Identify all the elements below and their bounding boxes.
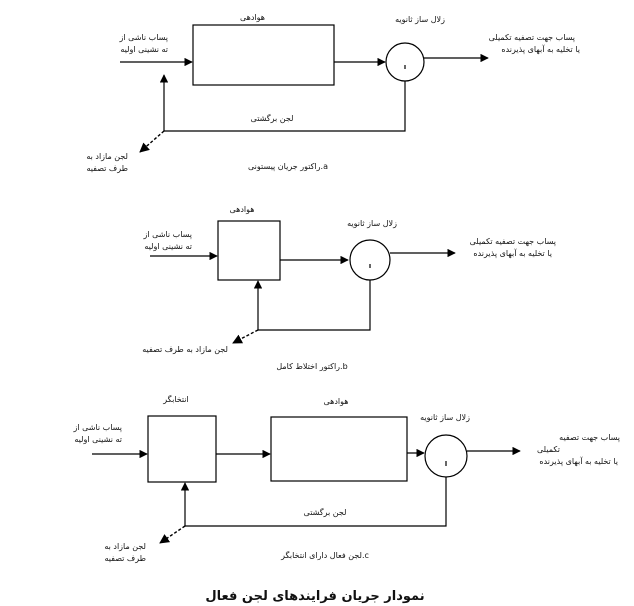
diagram-c-effluent-label-3: یا تخلیه به آبهای پذیرنده — [539, 456, 618, 466]
diagram-b-aeration-label: هوادهی — [229, 205, 254, 214]
diagram-c-clarifier-label: زلال ساز ثانویه — [420, 413, 470, 422]
diagram-a-influent-label-1: پساب ناشی از — [118, 33, 168, 42]
diagram-a-effluent-label-2: یا تخلیه به آبهای پذیرنده — [501, 44, 580, 54]
diagram-b-effluent-label-2: یا تخلیه به آبهای پذیرنده — [473, 248, 552, 258]
diagram-b-clarifier — [349, 239, 391, 281]
diagram-b-return-sludge-line — [253, 280, 371, 331]
diagram-c-aeration-tank — [270, 416, 408, 482]
diagram-c-waste-sludge-label-1: لجن مازاد به — [104, 542, 146, 551]
diagram-b-clarifier-label: زلال ساز ثانویه — [347, 219, 397, 228]
diagram-c-waste-sludge-arrow — [159, 525, 186, 544]
diagram-a-effluent-label-1: پساب جهت تصفیه تکمیلی — [489, 33, 575, 42]
diagram-b-waste-sludge-arrow — [232, 329, 259, 344]
diagram-c-selector-label: انتخابگر — [162, 394, 189, 404]
diagram-a-waste-sludge-label-1: لجن مازاد به — [86, 152, 128, 161]
diagram-b-caption: راکتور اختلاط کامل.b — [276, 362, 347, 371]
diagram-a-return-sludge-line — [159, 74, 406, 132]
diagram-c-return-sludge-line — [180, 477, 447, 527]
diagram-a: هوادهی پساب ناشی از ته نشینی اولیه زلال … — [86, 13, 580, 173]
diagram-c-return-sludge-label: لجن برگشتی — [304, 507, 347, 517]
diagram-b: هوادهی پساب ناشی از ته نشینی اولیه زلال … — [142, 205, 556, 371]
diagram-b-influent-label-2: ته نشینی اولیه — [144, 242, 192, 251]
diagram-a-clarifier-label: زلال ساز ثانویه — [395, 15, 445, 24]
diagram-c-influent-label-1: پساب ناشی از — [72, 423, 122, 432]
diagram-c-clarifier — [424, 434, 468, 478]
diagram-c-caption: لجن فعال دارای انتخابگر.c — [280, 550, 369, 560]
diagram-b-aeration-tank — [217, 220, 281, 281]
diagram-a-aeration-label: هوادهی — [240, 13, 265, 22]
diagram-b-waste-sludge-label: لجن مازاد به طرف تصفیه — [142, 345, 228, 354]
diagram-c-waste-sludge-label-2: طرف تصفیه — [104, 554, 146, 563]
diagram-a-return-sludge-label: لجن برگشتی — [251, 113, 294, 123]
diagram-a-caption: راکتور جریان پیستونی.a — [248, 162, 328, 171]
figure-title: نمودار جریان فرایندهای لجن فعال — [205, 589, 424, 604]
diagram-c: انتخابگر پساب ناشی از ته نشینی اولیه هوا… — [72, 394, 620, 563]
diagram-c-influent-label-2: ته نشینی اولیه — [74, 435, 122, 444]
diagram-c-aeration-label: هوادهی — [323, 397, 348, 406]
diagram-a-waste-sludge-label-2: طرف تصفیه — [86, 164, 128, 173]
diagram-c-effluent-label-2: تکمیلی — [537, 445, 560, 454]
diagram-a-waste-sludge-arrow — [139, 130, 165, 153]
diagram-b-effluent-label-1: پساب جهت تصفیه تکمیلی — [470, 237, 556, 246]
diagram-a-aeration-tank — [192, 24, 335, 86]
diagram-a-clarifier — [385, 42, 425, 82]
diagram-a-influent-label-2: ته نشینی اولیه — [120, 45, 168, 54]
diagram-c-effluent-label-1: پساب جهت تصفیه — [559, 433, 620, 442]
diagram-b-influent-label-1: پساب ناشی از — [142, 230, 192, 239]
diagram-c-selector-tank — [147, 415, 217, 483]
